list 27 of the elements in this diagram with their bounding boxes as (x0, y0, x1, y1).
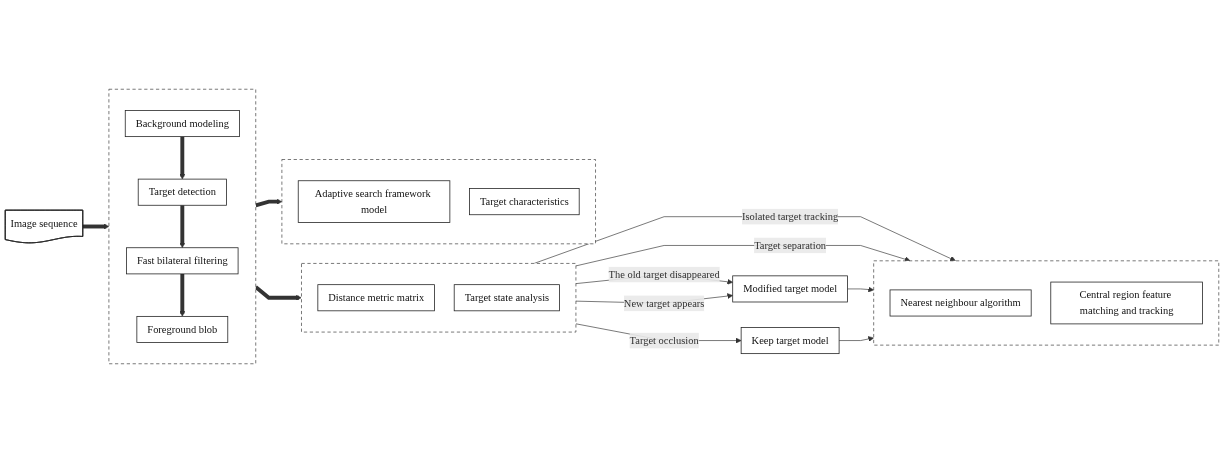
arrow (179, 136, 186, 180)
cluster (301, 263, 577, 333)
cluster (873, 260, 1220, 346)
edge-label: Isolated target tracking (742, 210, 839, 222)
node-box: Target state analysis (453, 284, 560, 312)
node-box: Modified target model (732, 275, 848, 303)
node-box: Keep target model (740, 327, 840, 354)
edge-label: The old target disappeared (608, 268, 720, 280)
node-box: Target characteristics (469, 188, 580, 216)
arrow (254, 285, 302, 301)
node-box: Target detection (137, 178, 227, 206)
node-box: Nearest neighbour algorithm (889, 289, 1032, 317)
node-box: Distance metric matrix (317, 284, 435, 312)
node-box: Background modeling (124, 110, 240, 137)
edge-label: New target appears (623, 297, 705, 309)
cluster (108, 88, 257, 365)
arrow (179, 273, 186, 317)
node-box: Foreground blob (136, 316, 229, 343)
arrow (255, 198, 283, 208)
node-box: Adaptive search framework model (297, 180, 451, 223)
arrow (179, 205, 186, 248)
node-box: Fast bilateral filtering (126, 247, 239, 275)
edge-label: Target occlusion (629, 334, 699, 346)
arrow (82, 223, 110, 230)
node-box: Central region feature matching and tracking (1050, 281, 1203, 325)
edge-label: Target separation (754, 239, 827, 251)
cluster (281, 159, 596, 245)
